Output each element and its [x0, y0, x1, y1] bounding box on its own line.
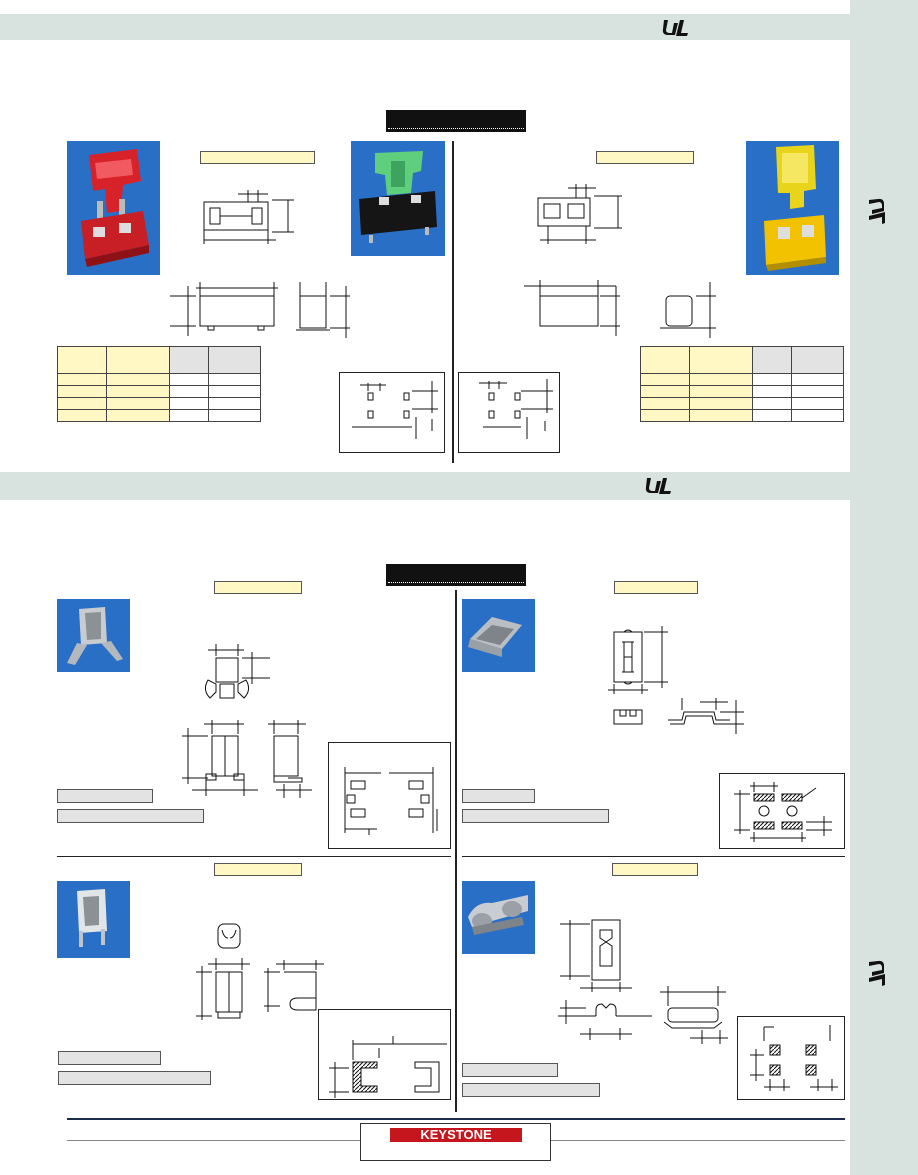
row-divider [57, 856, 451, 857]
material-box [58, 1071, 211, 1085]
clip-drawing [558, 919, 728, 1044]
ul-mark-icon [643, 475, 679, 500]
logo-wordmark: KEYSTONE [390, 1128, 522, 1142]
footer-rule [67, 1118, 845, 1120]
part-number-box [200, 151, 315, 164]
section-title-bar [386, 564, 526, 586]
product-photo-clip [462, 881, 535, 954]
mount-type-box [57, 789, 153, 803]
pcb-layout-frame [339, 372, 445, 453]
section-band-middle [0, 472, 850, 500]
top-view-drawing [537, 184, 622, 244]
part-number-box [612, 863, 698, 876]
clip-drawing [196, 923, 324, 1020]
product-photo-red-holder [67, 141, 160, 275]
pcb-layout-frame [328, 742, 451, 849]
material-box [462, 1083, 600, 1097]
section-band-top [0, 14, 850, 40]
clip-drawing [182, 644, 312, 798]
part-number-box [596, 151, 694, 164]
footer-line [67, 1140, 361, 1141]
footer-line [551, 1140, 845, 1141]
ul-mark-icon [660, 17, 696, 42]
product-photo-yellow-holder [746, 141, 839, 275]
part-number-box [614, 581, 698, 594]
mount-type-box [58, 1051, 161, 1065]
product-photo-clip [57, 599, 130, 672]
column-divider [455, 590, 457, 1112]
section-title-bar [386, 110, 526, 132]
part-number-box [214, 863, 302, 876]
pcb-layout-frame [458, 372, 560, 453]
mount-type-box [462, 789, 535, 803]
material-box [57, 809, 204, 823]
side-view-drawing [170, 282, 350, 338]
ul-mark-icon [866, 958, 888, 991]
product-photo-black-holder [351, 141, 445, 256]
column-divider [452, 141, 454, 463]
product-photo-clip [462, 599, 535, 672]
spec-table [57, 346, 261, 422]
top-view-drawing [203, 190, 294, 244]
side-tab [850, 0, 918, 1175]
row-divider [462, 856, 845, 857]
product-photo-clip [57, 881, 130, 958]
material-box [462, 809, 609, 823]
pcb-layout-frame [719, 773, 845, 849]
pcb-layout-frame [737, 1016, 845, 1100]
pcb-layout-frame [318, 1009, 451, 1100]
mount-type-box [462, 1063, 558, 1077]
side-view-drawing [524, 280, 716, 338]
spec-table [640, 346, 844, 422]
clip-drawing [608, 626, 744, 734]
part-number-box [214, 581, 302, 594]
keystone-logo: KEYSTONE [360, 1123, 551, 1161]
ul-mark-icon [866, 196, 888, 229]
